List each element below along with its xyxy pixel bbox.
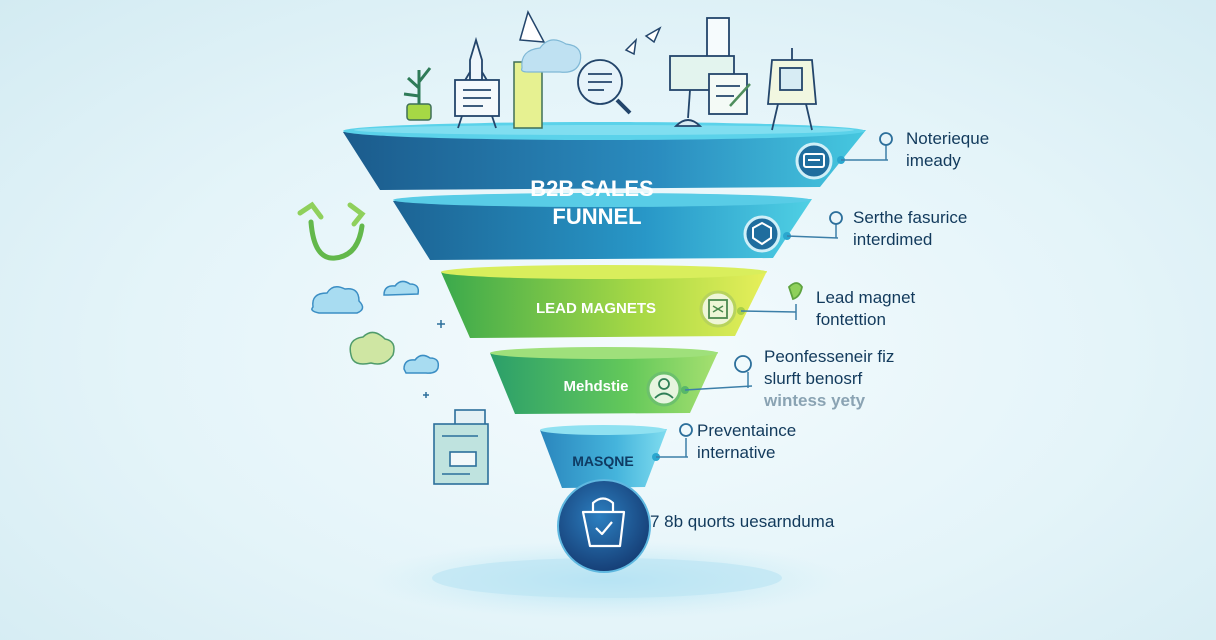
annotation-5: Preventaince internative [697, 420, 796, 464]
plant-icon [403, 67, 432, 121]
birds-icon [624, 26, 662, 56]
funnel-tier-3 [441, 265, 767, 338]
funnel-tier-5 [540, 425, 667, 488]
magnifier-icon [577, 59, 632, 115]
annotation-5-line1: Preventaince [697, 421, 797, 440]
shield-icon [743, 215, 781, 253]
annotation-3: Lead magnet fontettion [816, 287, 915, 331]
monitor-stand-icon [669, 17, 735, 127]
funnel-title-line2: FUNNEL [552, 204, 641, 229]
annotation-3-line2: fontettion [816, 310, 886, 329]
annotation-4-line2: slurft benosrf [764, 369, 863, 388]
annotation-2: Serthe fasurice interdimed [853, 207, 967, 251]
annotation-5-line2: internative [697, 443, 776, 462]
plus-marks [423, 320, 445, 398]
stage-label-4: Mehdstie [563, 378, 628, 395]
gear-icon [795, 142, 833, 180]
annotation-4-line1: Peonfesseneir fiz [764, 347, 895, 366]
annotation-2-line2: interdimed [853, 230, 933, 249]
annotation-1-line2: imeady [906, 151, 961, 170]
notepad-icon [708, 73, 751, 115]
flower-cloud-icon [349, 331, 395, 365]
annotation-4-line3: wintess yety [764, 391, 866, 410]
easel-board-icon [767, 48, 817, 131]
pillar-icon [513, 10, 546, 129]
cart-bag-icon [581, 497, 626, 548]
person-icon [646, 371, 682, 407]
document-grid-icon [699, 290, 737, 328]
document-board-icon [454, 79, 500, 129]
recycle-arrows-icon [297, 201, 366, 261]
annotation-2-line1: Serthe fasurice [853, 208, 968, 227]
connector-pins [679, 132, 893, 437]
stage-label-5: MASQNE [572, 453, 633, 469]
annotation-4: Peonfesseneir fiz slurft benosrf wintess… [764, 346, 894, 412]
annotation-3-line1: Lead magnet [816, 288, 916, 307]
annotation-1-line1: Noterieque [906, 129, 990, 148]
rocket-icon [463, 36, 489, 83]
cloud-icon [521, 39, 582, 73]
base-plate [432, 558, 782, 598]
cloud-icon [311, 280, 440, 374]
funnel-tier-1 [343, 122, 866, 190]
funnel-sphere [557, 479, 651, 573]
document-stack-icon [433, 409, 489, 485]
connector-lines [652, 145, 888, 461]
stage-label-3: LEAD MAGNETS [536, 300, 656, 317]
funnel-tier-2 [393, 193, 812, 260]
annotation-1: Noterieque imeady [906, 128, 989, 172]
funnel-title-line1: B2B SALES [530, 176, 653, 201]
bottom-note: 7 8b quorts uesarnduma [650, 512, 835, 531]
